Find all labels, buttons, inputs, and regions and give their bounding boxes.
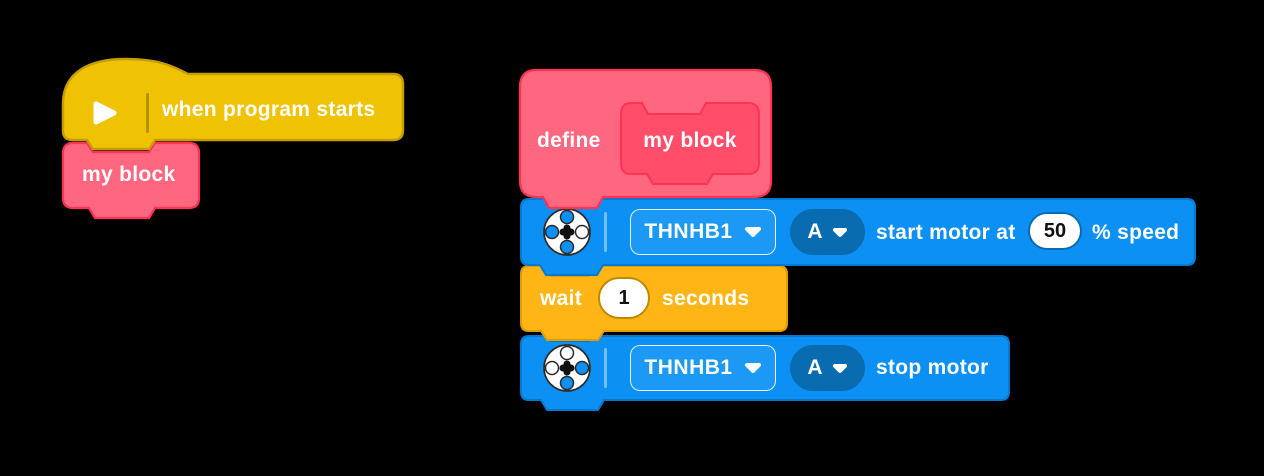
motor-icon: [543, 208, 591, 256]
hub-dropdown[interactable]: THNHB1: [630, 209, 776, 255]
wait-block[interactable]: wait 1 seconds: [520, 265, 788, 343]
stop-motor-block[interactable]: THNHB1 A stop motor: [520, 335, 1010, 415]
percent-speed-label: % speed: [1092, 221, 1180, 244]
hub-dropdown-value: THNHB1: [644, 220, 733, 243]
wait-duration-input[interactable]: 1: [598, 277, 650, 319]
hub-dropdown-value: THNHB1: [644, 356, 733, 379]
port-dropdown-value: A: [807, 220, 823, 243]
separator: [146, 93, 149, 133]
separator: [604, 348, 607, 388]
chevron-down-icon: [744, 227, 761, 237]
define-keyword-label: define: [537, 129, 601, 152]
chevron-down-icon: [744, 363, 761, 373]
speed-value-input[interactable]: 50: [1028, 212, 1082, 250]
motor-icon: [543, 344, 591, 392]
when-program-starts-block[interactable]: when program starts: [60, 57, 406, 152]
my-block-prototype-block[interactable]: my block: [620, 102, 760, 186]
prototype-block-shape: [620, 102, 760, 185]
chevron-down-icon: [832, 227, 847, 237]
hub-dropdown[interactable]: THNHB1: [630, 345, 776, 391]
my-block-call-block[interactable]: my block: [61, 141, 201, 220]
port-dropdown[interactable]: A: [790, 345, 865, 391]
port-dropdown[interactable]: A: [790, 209, 865, 255]
wait-duration-value: 1: [618, 286, 630, 309]
prototype-label: my block: [643, 129, 737, 152]
port-dropdown-value: A: [807, 356, 823, 379]
wait-block-shape: [520, 265, 788, 341]
hat-block-label: when program starts: [162, 98, 376, 121]
stop-motor-label: stop motor: [876, 356, 989, 379]
start-motor-block[interactable]: THNHB1 A start motor at 50 % speed: [520, 198, 1196, 278]
speed-value: 50: [1043, 219, 1067, 242]
seconds-label: seconds: [662, 287, 750, 310]
separator: [604, 212, 607, 252]
wait-label: wait: [540, 287, 583, 310]
start-motor-label: start motor at: [876, 221, 1016, 244]
chevron-down-icon: [832, 363, 847, 373]
call-block-label: my block: [82, 163, 176, 186]
play-icon: [93, 101, 117, 125]
call-block-shape: [61, 141, 201, 220]
hat-block-shape: [61, 57, 405, 151]
